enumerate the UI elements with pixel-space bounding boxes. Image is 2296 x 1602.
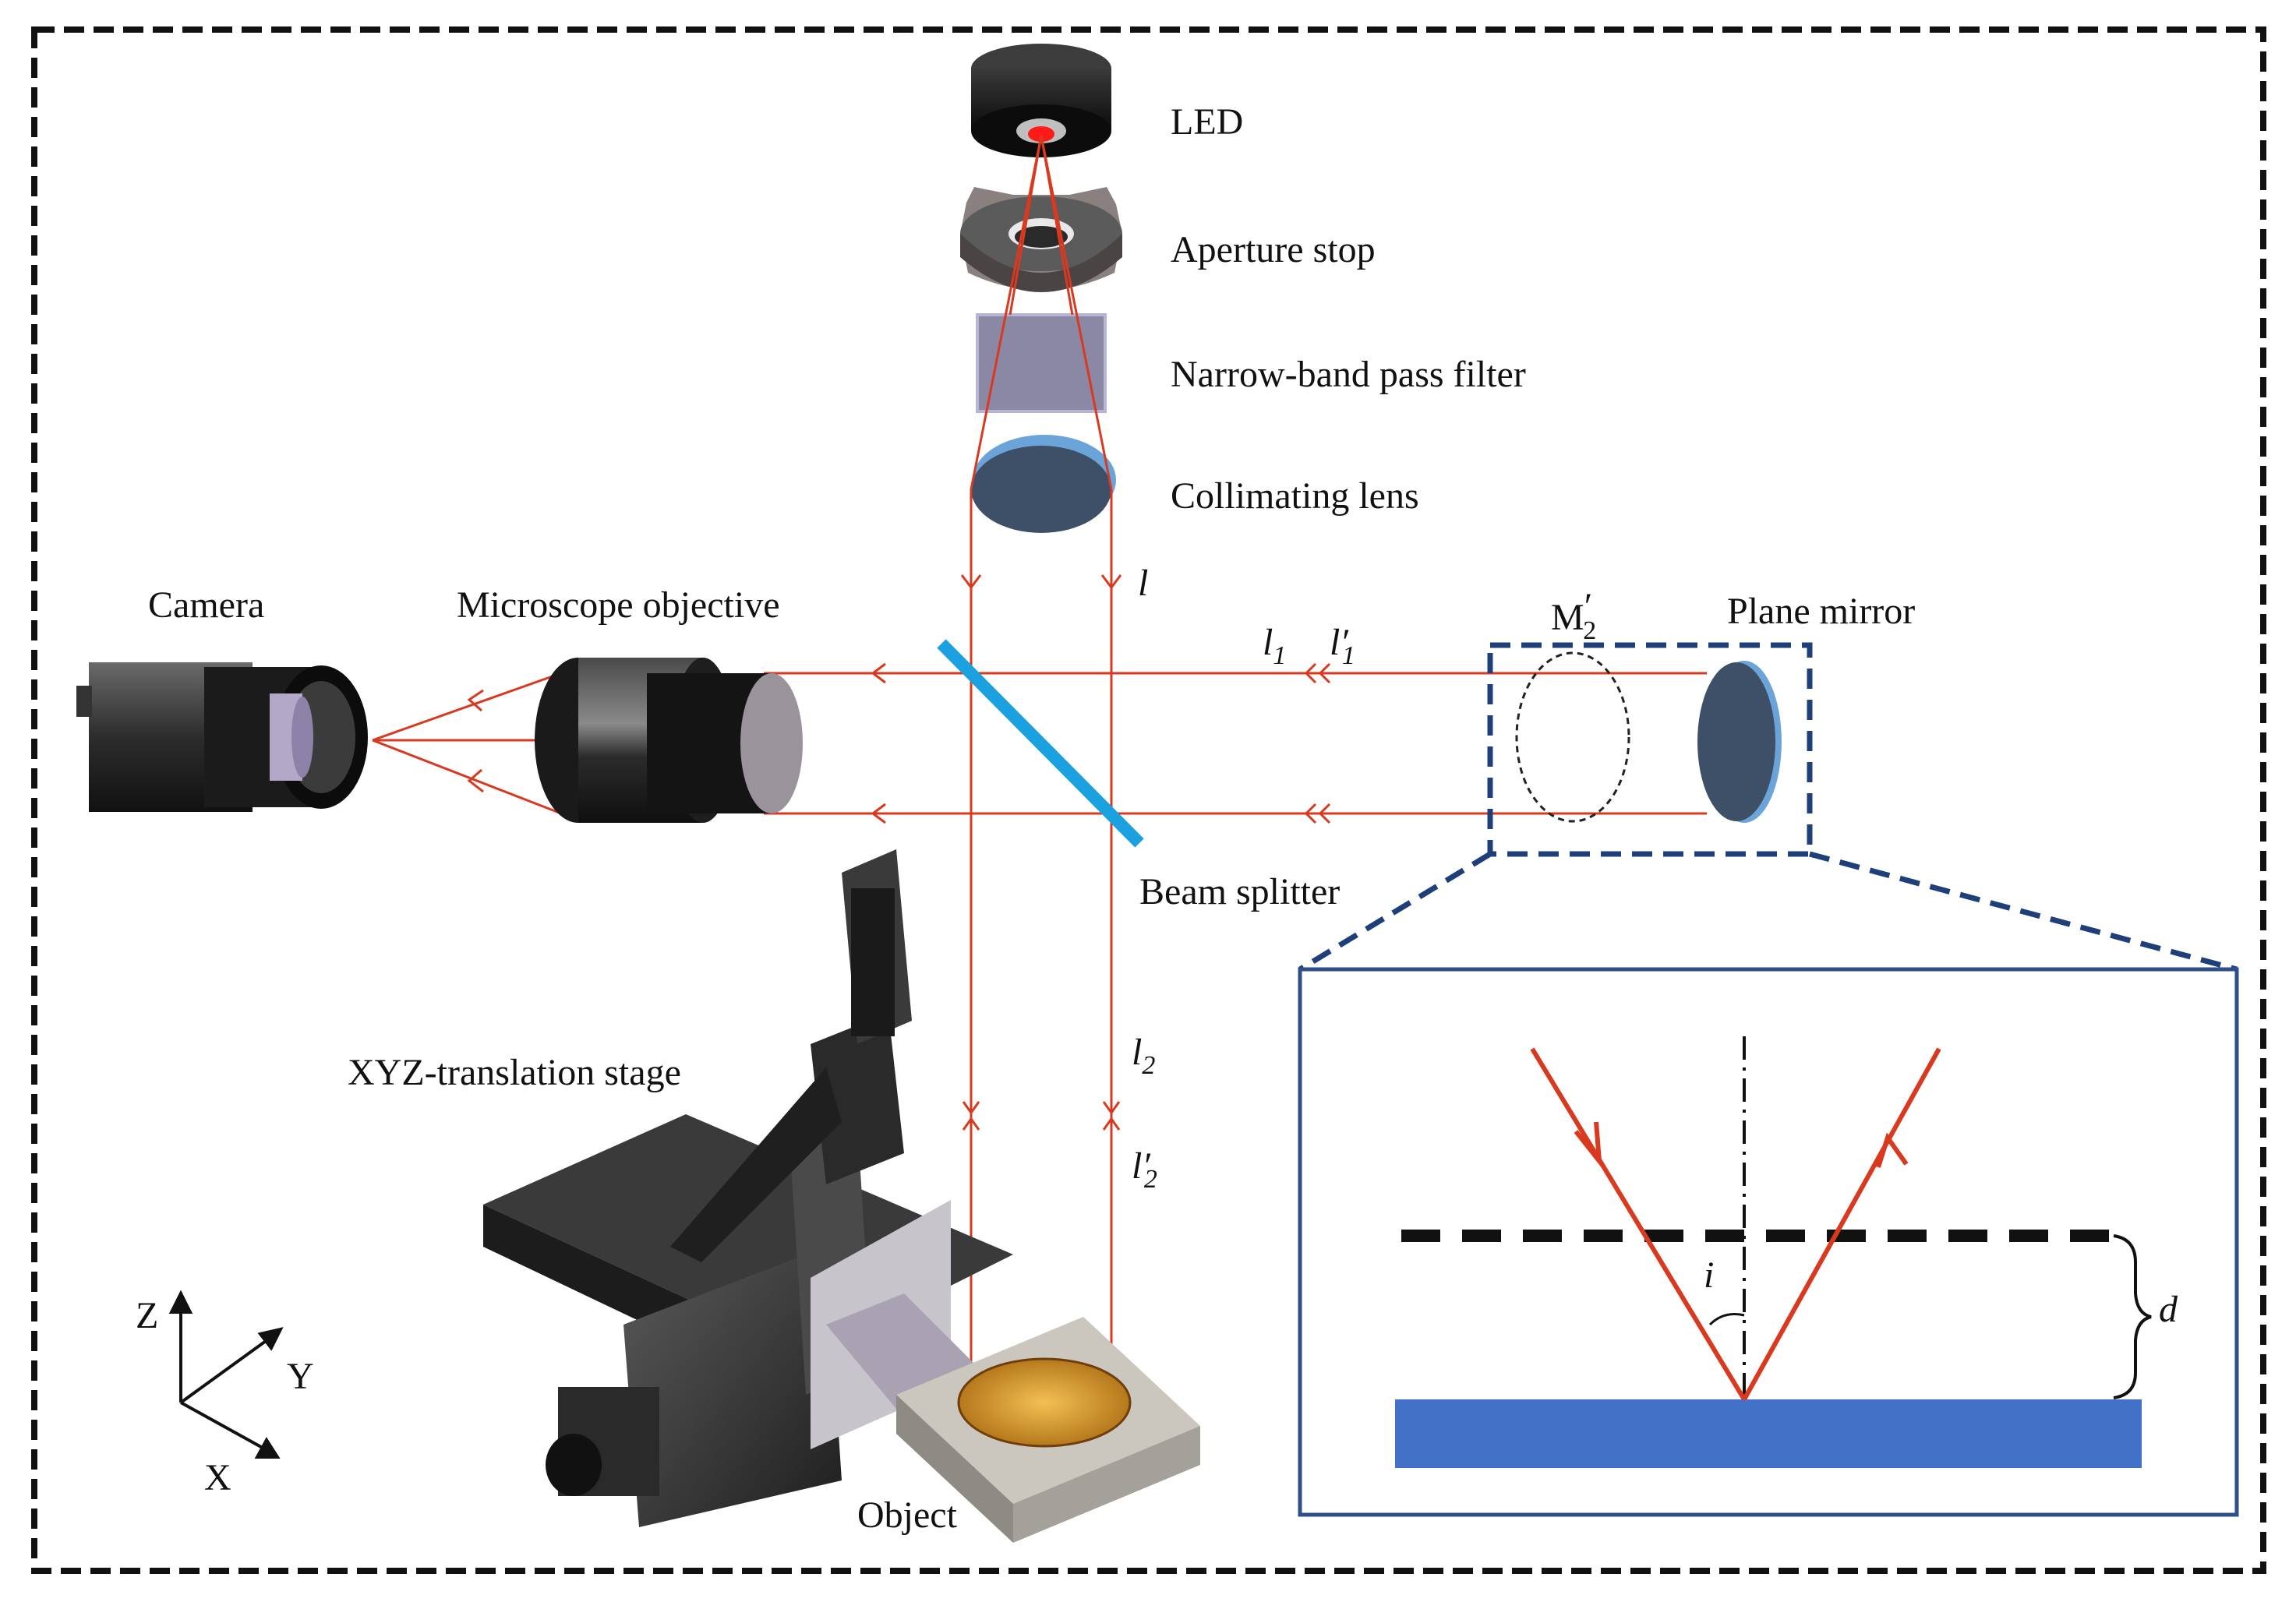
converging-rays [372, 672, 562, 815]
axis-y: Y [287, 1356, 314, 1397]
label-lens: Collimating lens [1171, 475, 1419, 517]
reflection-inset [1298, 967, 2239, 1517]
label-mirror: Plane mirror [1727, 591, 1915, 632]
path-l2: l2 [1132, 1032, 1155, 1080]
virtual-mirror-outline [1515, 651, 1630, 823]
label-filter: Narrow-band pass filter [1171, 354, 1526, 395]
collimating-lens [971, 435, 1116, 533]
label-led: LED [1171, 101, 1243, 143]
source-rays [970, 135, 1113, 490]
plane-mirror [1697, 661, 1782, 823]
angle-arc [1708, 1313, 1745, 1326]
xyz-translation-stage [483, 849, 1200, 1543]
path-l1-prime: l′1 [1330, 622, 1355, 670]
label-splitter: Beam splitter [1139, 871, 1340, 912]
label-stage: XYZ-translation stage [348, 1052, 681, 1093]
led-source [971, 44, 1111, 157]
label-object: Object [857, 1494, 958, 1536]
camera [76, 662, 368, 812]
aperture-stop [960, 187, 1122, 292]
path-l: l [1138, 563, 1148, 604]
label-objective: Microscope objective [457, 584, 780, 626]
microscope-objective [535, 658, 803, 823]
coordinate-axes [168, 1290, 284, 1459]
axis-z: Z [136, 1295, 158, 1336]
reflected-ray [1742, 1047, 1941, 1401]
mirror-zoom-box [1487, 642, 1813, 857]
incident-ray [1530, 1047, 1747, 1401]
zoom-line-right [1809, 851, 2238, 972]
beam-splitter [937, 639, 1144, 848]
zoom-line-left [1298, 852, 1492, 972]
inset-angle-label: i [1704, 1254, 1714, 1296]
vertical-rays [960, 489, 1122, 1379]
inset-distance-label: d [2159, 1289, 2178, 1330]
label-aperture: Aperture stop [1171, 229, 1376, 270]
label-camera: Camera [148, 584, 264, 626]
object-pcb [957, 1357, 1132, 1448]
label-virtual-mirror: M′2 [1551, 586, 1596, 645]
path-l2-prime: l′2 [1132, 1145, 1157, 1194]
distance-brace [2113, 1234, 2152, 1399]
path-l1: l1 [1263, 622, 1286, 670]
reflected-arrowhead [1876, 1132, 1909, 1168]
axis-x: X [204, 1457, 231, 1498]
outer-frame [31, 26, 2266, 1574]
narrow-band-filter [976, 313, 1107, 413]
mirror-surface [1395, 1399, 2142, 1468]
incident-arrowhead [1574, 1121, 1602, 1169]
